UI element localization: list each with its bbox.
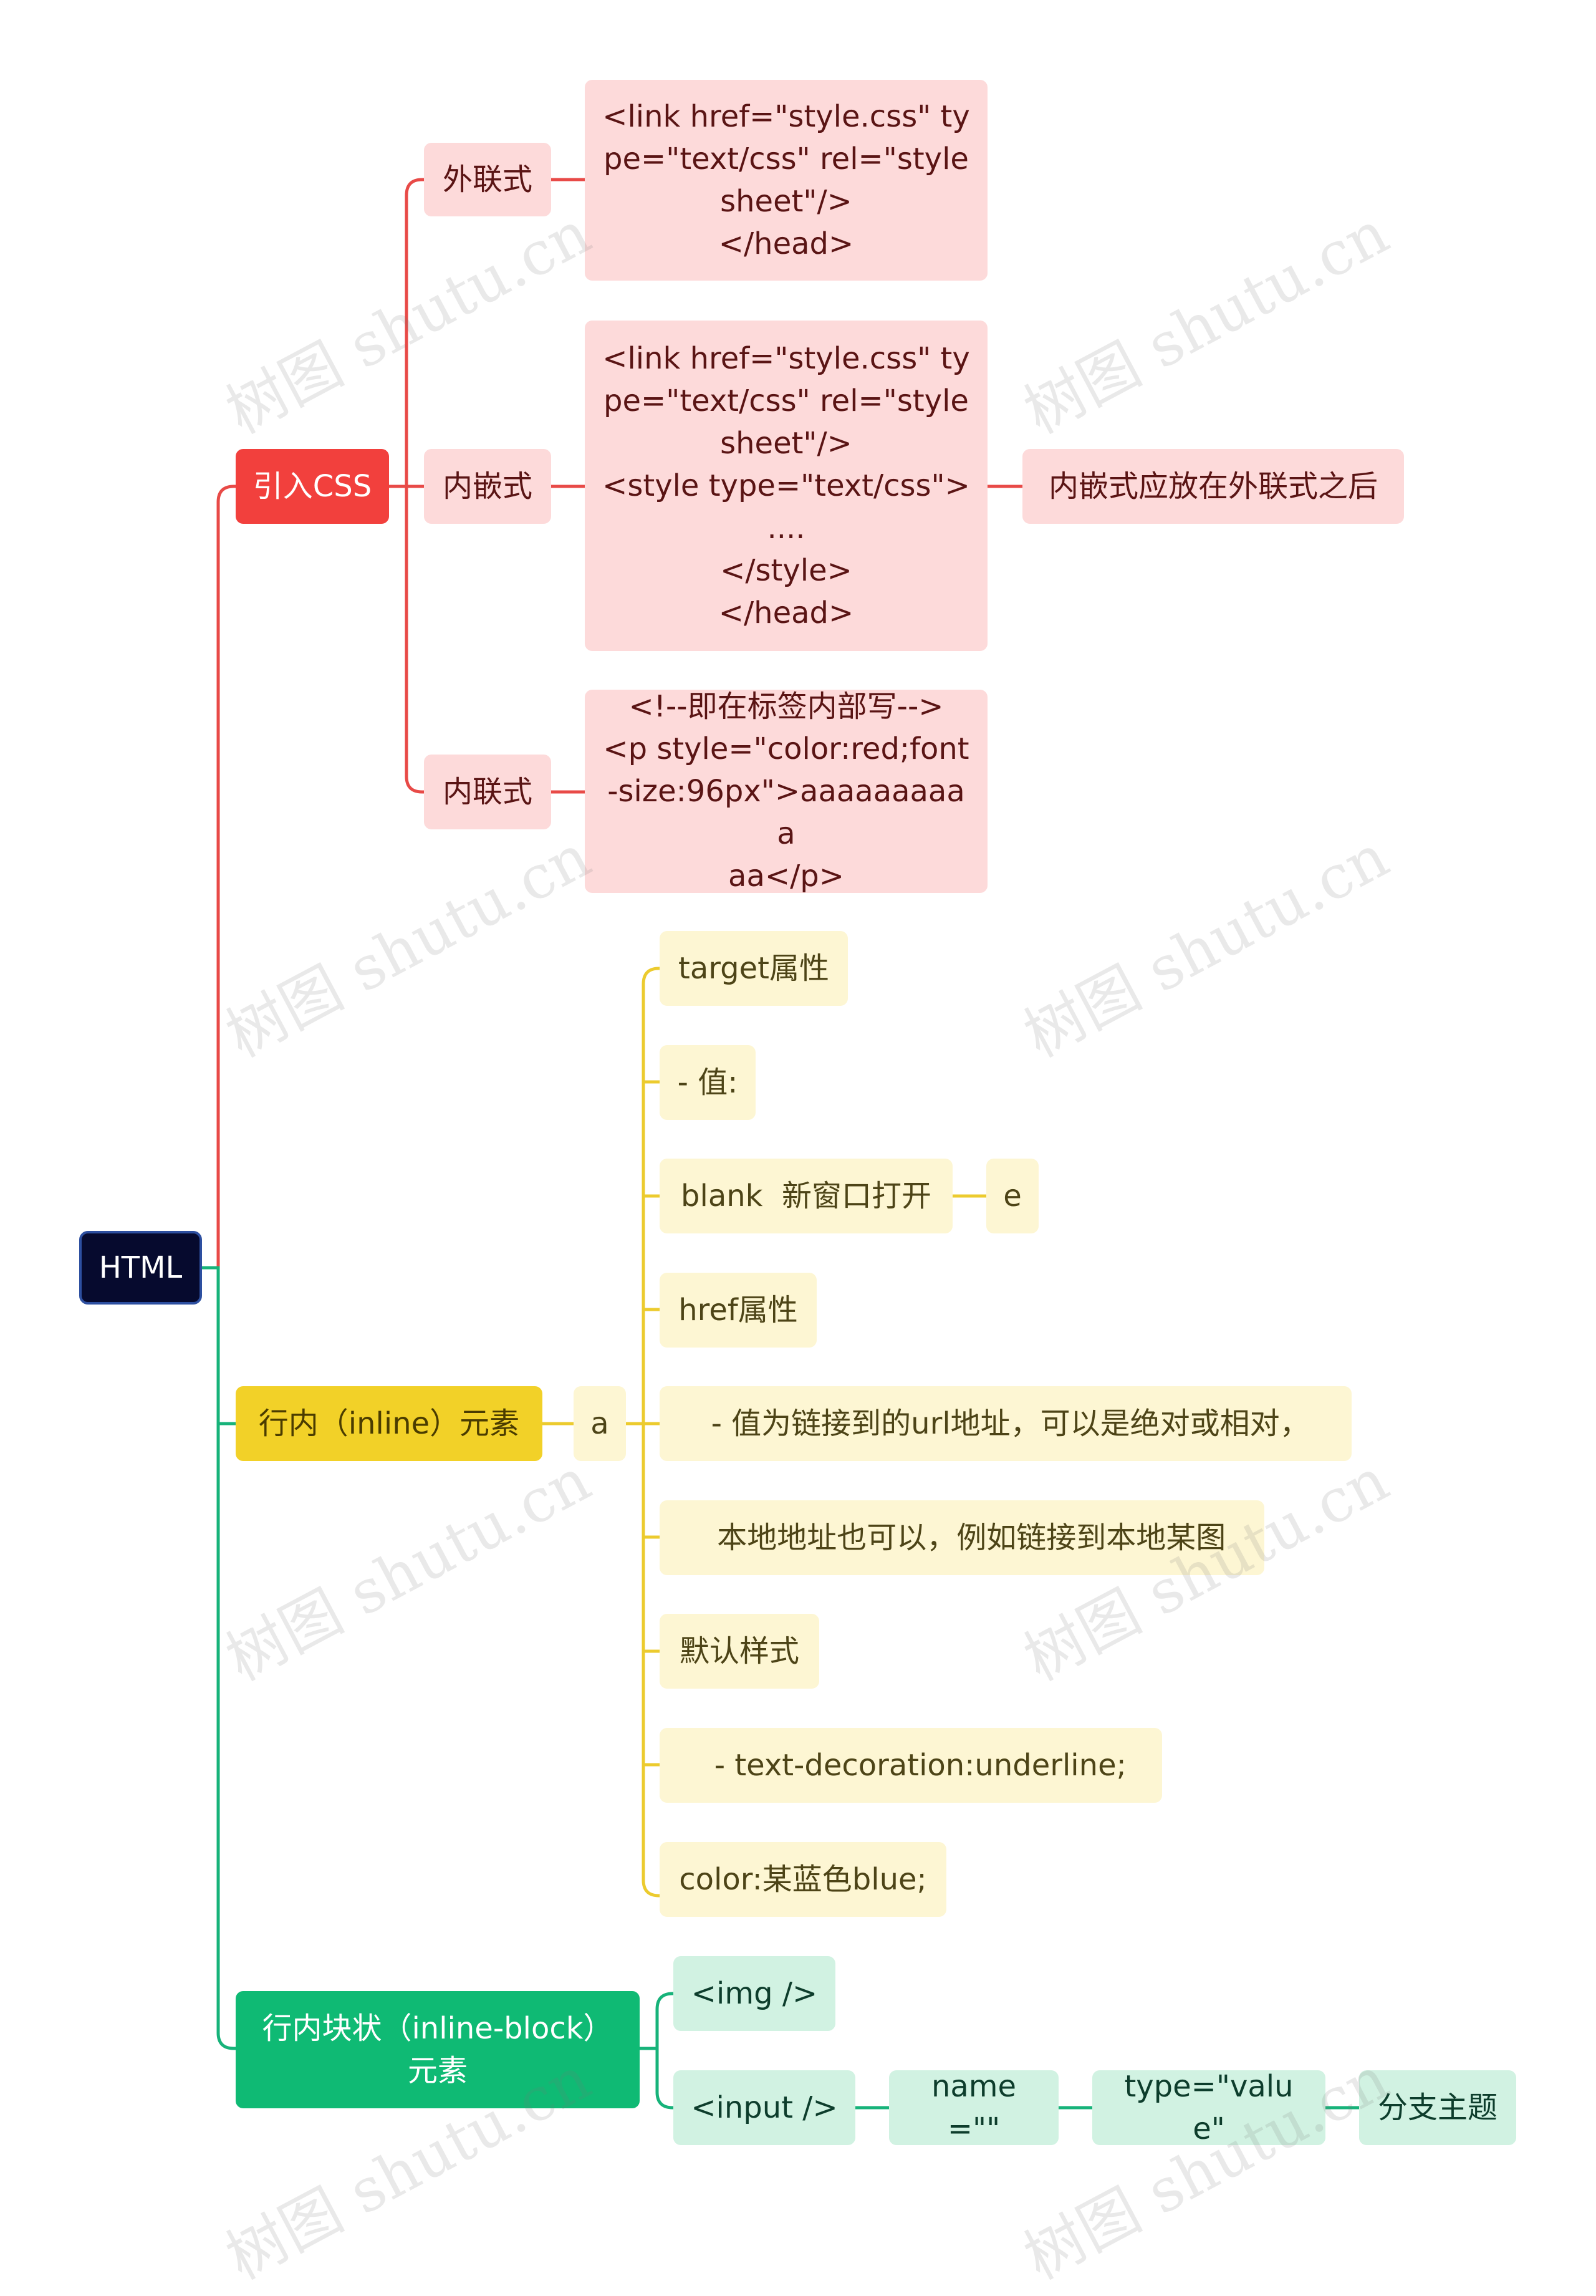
a-item-color[interactable]: color:某蓝色blue; xyxy=(660,1842,946,1917)
external-style-node[interactable]: 外联式 xyxy=(424,143,551,216)
root-node[interactable]: HTML xyxy=(79,1231,202,1305)
inline-block-node[interactable]: 行内块状（inline-block） 元素 xyxy=(236,1991,640,2108)
embedded-style-code[interactable]: <link href="style.css" ty pe="text/css" … xyxy=(585,321,988,651)
a-item-target[interactable]: target属性 xyxy=(660,931,848,1006)
connector-css-external xyxy=(405,178,426,488)
embedded-style-node[interactable]: 内嵌式 xyxy=(424,449,551,524)
a-item-href[interactable]: href属性 xyxy=(660,1273,817,1348)
connector-inlineblock-input xyxy=(655,2047,675,2110)
css-import-node[interactable]: 引入CSS xyxy=(236,449,389,524)
blank-child-e[interactable]: e xyxy=(986,1159,1039,1233)
a-item-underline[interactable]: - text-decoration:underline; xyxy=(660,1728,1162,1803)
inline-style-node[interactable]: 内联式 xyxy=(424,755,551,829)
inline-style-code[interactable]: <!--即在标签内部写--> <p style="color:red;font … xyxy=(585,689,988,894)
connector-css-inline xyxy=(405,485,426,794)
inline-element-node[interactable]: 行内（inline）元素 xyxy=(236,1386,542,1461)
embedded-style-note[interactable]: 内嵌式应放在外联式之后 xyxy=(1022,449,1404,524)
a-item-blank[interactable]: blank 新窗口打开 xyxy=(660,1159,953,1233)
connector-a-bottom xyxy=(642,1422,661,1898)
input-tag-node[interactable]: <input /> xyxy=(673,2070,855,2145)
input-name-attr[interactable]: name="" xyxy=(889,2069,1059,2146)
a-item-local-path[interactable]: 本地地址也可以，例如链接到本地某图 xyxy=(660,1500,1264,1575)
external-style-code[interactable]: <link href="style.css" ty pe="text/css" … xyxy=(585,80,988,281)
a-item-default-style[interactable]: 默认样式 xyxy=(660,1614,819,1689)
connector-inlineblock-img xyxy=(655,1992,675,2050)
connector-lines xyxy=(200,178,1361,2110)
img-tag-node[interactable]: <img /> xyxy=(673,1956,835,2031)
a-item-value[interactable]: - 值: xyxy=(660,1045,756,1120)
branch-topic-node[interactable]: 分支主题 xyxy=(1359,2070,1516,2145)
connector-root-css xyxy=(200,485,238,1270)
input-type-attr[interactable]: type="value" xyxy=(1092,2069,1325,2146)
connector-a-top xyxy=(642,967,661,1425)
connector-root-green xyxy=(200,1266,238,2050)
a-item-href-value[interactable]: - 值为链接到的url地址，可以是绝对或相对， xyxy=(660,1386,1352,1461)
anchor-tag-node[interactable]: a xyxy=(574,1386,626,1461)
